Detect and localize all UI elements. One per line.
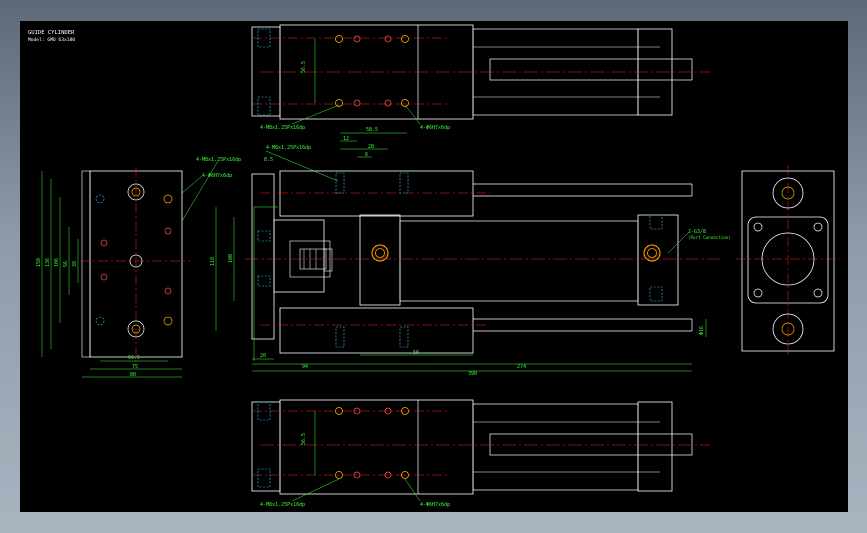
drawing-title: GUIDE CYLINDER: [28, 30, 75, 36]
bottom-thread-callout: 4-M8x1.25Px16dp: [260, 502, 305, 508]
front-view: 118 100 20 94 56 274 390 58.5 12 28: [181, 127, 731, 377]
top-thread-callout: 4-M8x1.25Px16dp: [260, 125, 305, 131]
bottom-view: 56.5 4-M8x1.25Px16dp 4-Φ6H7x6dp: [251, 399, 710, 508]
side-dim-80: 80: [130, 372, 136, 378]
side-dim-150: 150: [36, 258, 42, 267]
side-face-pin-callout: 4-Φ6H7x6dp: [202, 173, 232, 179]
front-dim-56: 56: [413, 350, 419, 356]
bottom-pin-callout: 4-Φ6H7x6dp: [420, 502, 450, 508]
top-dim-56-5: 56.5: [301, 61, 307, 73]
front-dim-58-5: 58.5: [366, 127, 378, 133]
top-view: 56.5 4-M8x1.25Px16dp 4-Φ6H7x6dp: [251, 24, 710, 131]
front-dim-28: 28: [368, 144, 374, 150]
side-view-left: 150 136 106 56 38 66.5 75 80: [36, 167, 190, 378]
side-dim-56: 56: [63, 261, 69, 267]
front-dim-20: 20: [260, 353, 266, 359]
front-dim-100: 100: [228, 254, 234, 263]
front-dim-118: 118: [210, 257, 216, 266]
front-dim-6: 6: [365, 152, 368, 158]
front-dim-390: 390: [468, 371, 477, 377]
side-dim-106: 106: [54, 258, 60, 267]
bottom-dim-56-5: 56.5: [301, 433, 307, 445]
rod-diameter: Φ16: [699, 326, 705, 335]
drawing-canvas[interactable]: GUIDE CYLINDER Model: GMU 63x180: [20, 21, 848, 512]
port-label: 2-G3/8: [688, 229, 706, 235]
front-dim-94: 94: [302, 364, 308, 370]
side-dim-75: 75: [132, 364, 138, 370]
side-dim-136: 136: [45, 258, 51, 267]
drawing-model: Model: GMU 63x180: [28, 37, 75, 43]
port-note: (Port Connection): [688, 235, 731, 240]
side-dim-66-5: 66.5: [128, 355, 140, 361]
cad-drawing: GUIDE CYLINDER Model: GMU 63x180: [28, 24, 840, 508]
side-face-thread-callout: 4-M8x1.25Px16dp: [196, 157, 241, 163]
front-thread-callout: 4-M8x1.25Px16dp: [266, 145, 311, 151]
end-view-right: [736, 165, 840, 357]
front-dim-12: 12: [343, 136, 349, 142]
top-pin-callout: 4-Φ6H7x6dp: [420, 125, 450, 131]
front-dim-274: 274: [517, 364, 526, 370]
front-dim-8-5: 8.5: [264, 157, 273, 163]
side-dim-38: 38: [72, 261, 78, 267]
